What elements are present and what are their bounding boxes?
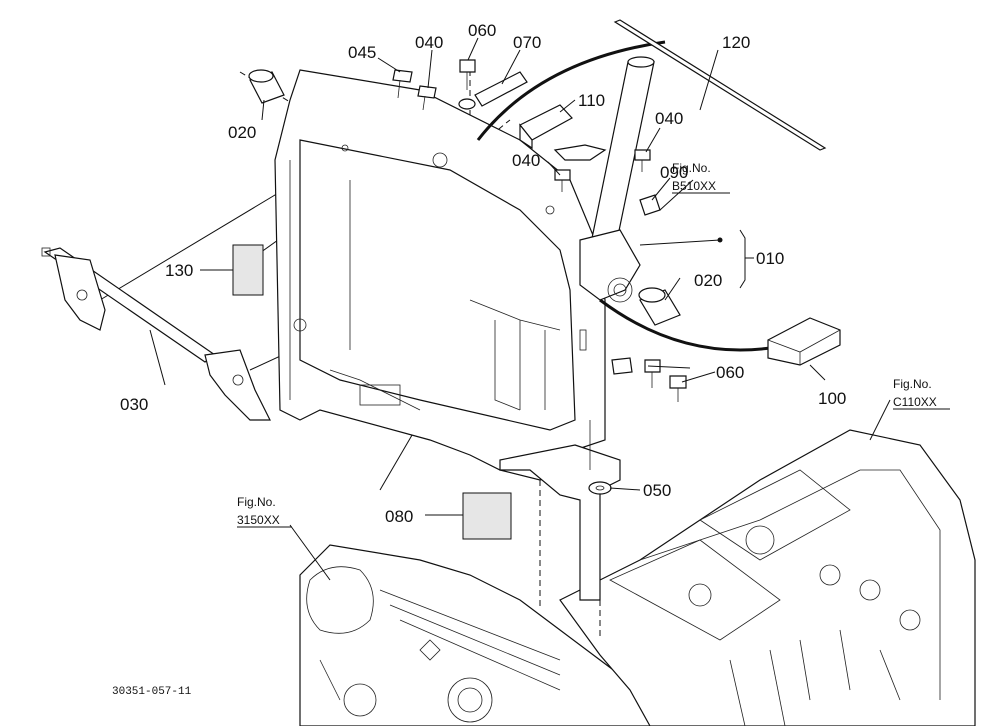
fig-ref-c110-title: Fig.No. <box>893 377 932 391</box>
label-060-a: 060 <box>468 21 496 40</box>
part-090-clip <box>639 194 661 216</box>
transmission-housing-left <box>299 544 661 726</box>
part-020-bushing-lower <box>638 287 681 326</box>
fig-ref-3150-code[interactable]: 3150XX <box>237 513 280 527</box>
leader-lines <box>149 37 891 581</box>
fig-ref-3150-title: Fig.No. <box>237 495 276 509</box>
part-040-bolt-a <box>417 85 437 111</box>
label-040-c: 040 <box>512 151 540 170</box>
part-045-bolt <box>392 69 413 99</box>
part-060-bolt-upper <box>458 59 476 110</box>
label-020-a: 020 <box>228 123 256 142</box>
label-080: 080 <box>385 507 413 526</box>
label-110: 110 <box>578 91 605 110</box>
label-040-b: 040 <box>655 109 683 128</box>
part-bracket-clip <box>553 144 607 161</box>
upright-pipe <box>579 56 655 303</box>
fig-ref-b510-code[interactable]: B510XX <box>672 179 716 193</box>
part-110-cover <box>519 104 573 150</box>
label-045: 045 <box>348 43 376 62</box>
fig-ref-c110-code[interactable]: C110XX <box>893 395 937 409</box>
part-100-cover <box>767 317 841 366</box>
figure-ref-b510[interactable]: Fig.No. B510XX <box>672 161 730 194</box>
label-020-b: 020 <box>694 271 722 290</box>
label-040-a: 040 <box>415 33 443 52</box>
drawing-code: 30351-057-11 <box>112 686 192 698</box>
fig-ref-b510-title: Fig.No. <box>672 161 711 175</box>
figure-ref-c110[interactable]: Fig.No. C110XX <box>893 377 950 410</box>
label-030: 030 <box>120 395 148 414</box>
part-040-bolt-c <box>554 169 571 192</box>
figure-ref-3150[interactable]: Fig.No. 3150XX <box>237 495 292 528</box>
label-050: 050 <box>643 481 671 500</box>
part-labels: 045 040 060 070 120 110 040 040 090 020 … <box>120 21 846 526</box>
vertical-bracket <box>499 420 621 601</box>
part-040-bolt-b <box>634 149 651 172</box>
wire-harness <box>476 40 771 352</box>
lever-rod-assembly <box>41 247 271 421</box>
part-070-pad <box>474 71 528 107</box>
part-010-pivot-dot <box>717 237 723 243</box>
part-130-label <box>232 244 264 296</box>
label-010: 010 <box>756 249 784 268</box>
label-090: 090 <box>660 163 688 182</box>
label-130: 130 <box>165 261 193 280</box>
part-080-label <box>462 492 512 540</box>
label-100: 100 <box>818 389 846 408</box>
main-panel <box>274 69 606 481</box>
part-060-bolts-lower <box>611 357 687 402</box>
label-070: 070 <box>513 33 541 52</box>
label-060-b: 060 <box>716 363 744 382</box>
transmission-case-right <box>559 429 976 726</box>
label-120: 120 <box>722 33 750 52</box>
part-050-washer <box>588 481 612 495</box>
part-020-bushing-upper <box>248 69 285 104</box>
part-120-strip <box>613 19 827 151</box>
